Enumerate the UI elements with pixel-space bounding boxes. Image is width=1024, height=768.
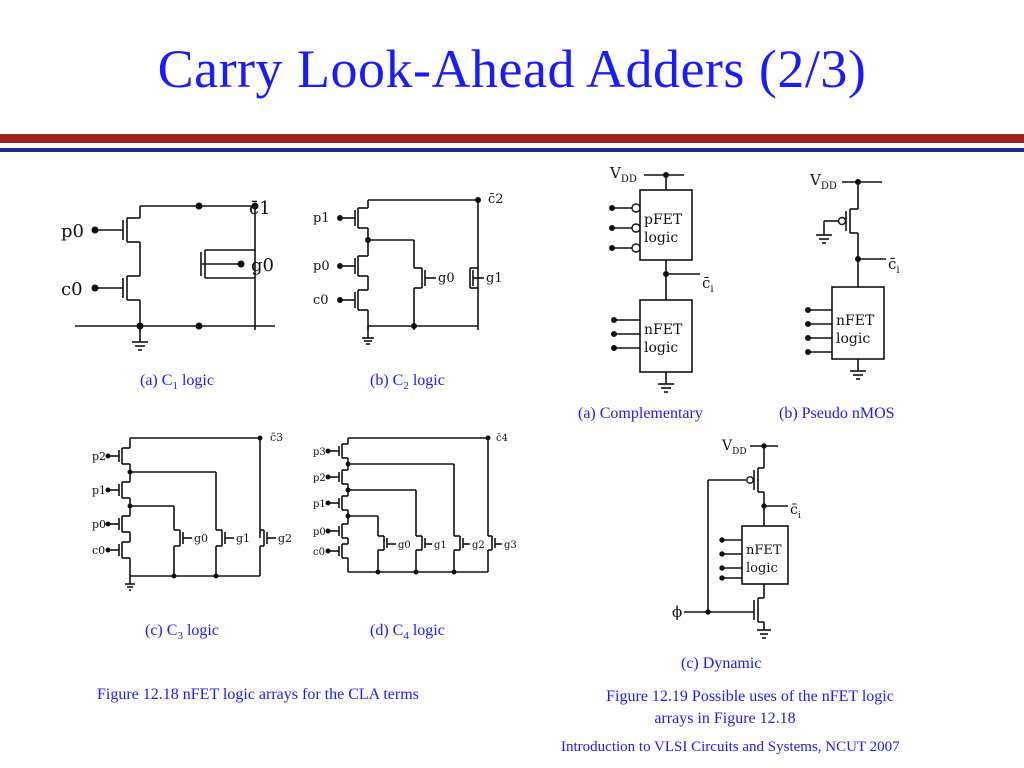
- g0-input-label: g0: [438, 271, 455, 286]
- g2-input-label: g2: [472, 540, 485, 551]
- c1-logic-schematic: c̄1 p0 c0 g0: [61, 198, 275, 351]
- complementary-schematic: VDD pFET logic nFET logic c̄i: [609, 164, 714, 393]
- g0-input-label: g0: [251, 255, 274, 276]
- nfet-block-line1: nFET: [644, 322, 683, 338]
- ci-bar-output-label: c̄i: [790, 502, 801, 521]
- p3-input-label: p3: [313, 447, 326, 458]
- p0-input-label: p0: [313, 259, 330, 274]
- g1-input-label: g1: [486, 271, 503, 286]
- c3-logic-schematic: c̄3 p2 p1 p0 c0 g0 g1 g2: [92, 431, 292, 591]
- nfet-block-line2: logic: [746, 561, 778, 576]
- clock-phi-label: ϕ: [672, 603, 682, 621]
- p1-input-label: p1: [313, 499, 326, 510]
- title-rule-blue: [0, 148, 1024, 152]
- p0-input-label: p0: [92, 518, 106, 531]
- p0-input-label: p0: [61, 221, 84, 242]
- c1-output-label: c̄1: [249, 198, 271, 219]
- g2-input-label: g2: [278, 532, 292, 545]
- title-rule-red: [0, 134, 1024, 143]
- ci-bar-output-label: c̄i: [888, 255, 900, 276]
- c4-logic-schematic: c̄4 p3 p2 p1 p0 c0 g0 g1 g2 g3: [313, 433, 517, 575]
- caption-c2-logic: (b) C2 logic: [370, 372, 445, 393]
- c2-logic-schematic: c̄2 p1 p0 c0 g0 g1: [313, 192, 504, 345]
- c0-input-label: c0: [313, 293, 329, 308]
- ci-bar-output-label: c̄i: [702, 274, 714, 295]
- nfet-block-line1: nFET: [836, 313, 875, 329]
- caption-c3-logic: (c) C3 logic: [145, 622, 219, 643]
- p0-input-label: p0: [313, 527, 326, 538]
- caption-complementary: (a) Complementary: [578, 405, 703, 422]
- figure-12-18-caption: Figure 12.18 nFET logic arrays for the C…: [97, 686, 419, 703]
- c0-input-label: c0: [61, 279, 83, 300]
- caption-pseudo-nmos: (b) Pseudo nMOS: [779, 405, 895, 422]
- c3-output-label: c̄3: [270, 431, 283, 444]
- pseudo-nmos-schematic: VDD nFET logic c̄i: [805, 171, 900, 380]
- c4-output-label: c̄4: [496, 433, 508, 444]
- figure-12-19-caption-line1: Figure 12.19 Possible uses of the nFET l…: [606, 688, 894, 705]
- caption-dynamic: (c) Dynamic: [681, 655, 762, 672]
- vdd-label: VDD: [609, 164, 637, 185]
- caption-c1-logic: (a) C1 logic: [140, 372, 214, 393]
- g0-input-label: g0: [398, 540, 411, 551]
- g1-input-label: g1: [236, 532, 250, 545]
- pfet-block-line1: pFET: [644, 212, 683, 228]
- p1-input-label: p1: [92, 484, 106, 497]
- c0-input-label: c0: [313, 547, 325, 558]
- nfet-block-line1: nFET: [746, 543, 782, 558]
- slide-footer: Introduction to VLSI Circuits and System…: [561, 739, 900, 755]
- c2-output-label: c̄2: [488, 192, 504, 207]
- nfet-block-line2: logic: [644, 340, 678, 356]
- g1-input-label: g1: [434, 540, 447, 551]
- p1-input-label: p1: [313, 211, 330, 226]
- pfet-block-line2: logic: [644, 230, 678, 246]
- nfet-block-line2: logic: [836, 331, 870, 347]
- figure-12-19-caption-line2: arrays in Figure 12.18: [654, 710, 796, 727]
- p2-input-label: p2: [313, 473, 326, 484]
- dynamic-schematic: VDD nFET logic c̄i ϕ: [672, 438, 801, 639]
- vdd-label: VDD: [721, 438, 747, 457]
- p2-input-label: p2: [92, 450, 106, 463]
- g3-input-label: g3: [504, 540, 517, 551]
- c0-input-label: c0: [92, 544, 105, 557]
- slide-title: Carry Look-Ahead Adders (2/3): [157, 39, 867, 99]
- caption-c4-logic: (d) C4 logic: [370, 622, 445, 643]
- g0-input-label: g0: [194, 532, 208, 545]
- vdd-label: VDD: [809, 171, 837, 192]
